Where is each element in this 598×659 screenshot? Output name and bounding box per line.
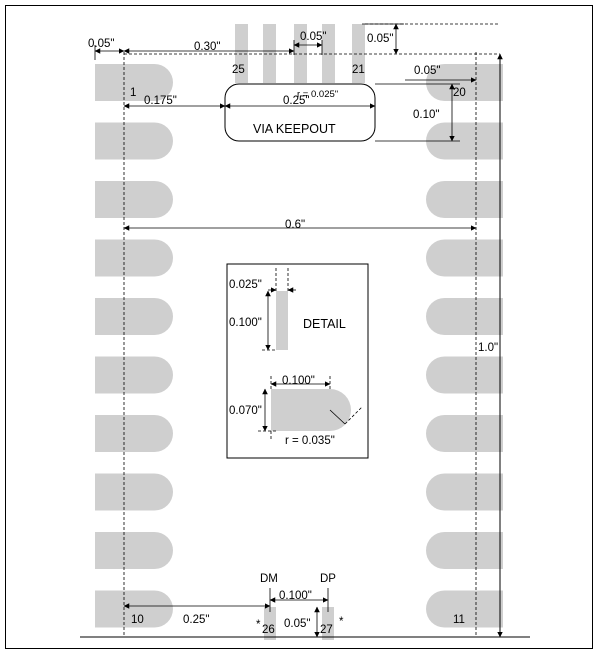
label-025-keepout: 0.25" bbox=[283, 95, 309, 107]
right-pad-15 bbox=[426, 356, 503, 394]
pin-25: 25 bbox=[232, 64, 245, 76]
bottom-pad-26 bbox=[264, 607, 276, 640]
detail-label-0025: 0.025" bbox=[229, 279, 262, 291]
left-pad-2 bbox=[95, 122, 173, 160]
signal-dm: DM bbox=[260, 573, 278, 585]
left-pad-6 bbox=[95, 356, 173, 394]
detail-rounded-pad bbox=[271, 389, 351, 431]
pin-11: 11 bbox=[453, 614, 465, 626]
via-keepout-label: VIA KEEPOUT bbox=[253, 122, 336, 136]
label-005-left: 0.05" bbox=[88, 38, 114, 50]
label-005-right: 0.05" bbox=[414, 65, 440, 77]
left-pad-7 bbox=[95, 415, 173, 452]
label-r-0025: r = 0.025" bbox=[297, 89, 338, 100]
bottom-pad-27 bbox=[322, 607, 334, 640]
left-pad-1 bbox=[95, 64, 173, 101]
top-pad-24 bbox=[263, 24, 276, 83]
left-pad-4 bbox=[95, 239, 173, 277]
label-010: 0.10" bbox=[413, 109, 439, 121]
label-0100-bottom: 0.100" bbox=[279, 590, 312, 602]
right-pad-14 bbox=[426, 415, 503, 452]
signal-dp: DP bbox=[320, 573, 336, 585]
label-025-bottom: 0.25" bbox=[183, 614, 209, 626]
top-pad-22 bbox=[322, 24, 335, 83]
detail-title: DETAIL bbox=[303, 317, 346, 331]
label-030: 0.30" bbox=[194, 41, 220, 53]
right-pad-17 bbox=[426, 239, 503, 277]
right-pad-12 bbox=[426, 532, 503, 569]
detail-radius-ext bbox=[344, 406, 363, 425]
pin-20: 20 bbox=[453, 87, 466, 99]
pin-10: 10 bbox=[131, 614, 144, 626]
right-pad-16 bbox=[426, 298, 503, 335]
detail-label-0100-horiz: 0.100" bbox=[282, 375, 315, 387]
label-005-bottom: 0.05" bbox=[284, 618, 310, 630]
detail-label-0100-vert: 0.100" bbox=[229, 317, 262, 329]
detail-radius-line bbox=[329, 409, 346, 425]
detail-label-r-0035: r = 0.035" bbox=[285, 435, 335, 447]
top-pad-21 bbox=[352, 24, 365, 83]
left-pad-10 bbox=[95, 590, 173, 628]
via-keepout-outline bbox=[224, 83, 376, 142]
left-pad-column bbox=[95, 64, 173, 628]
left-pad-8 bbox=[95, 473, 173, 511]
right-pad-11 bbox=[426, 590, 503, 628]
label-06: 0.6" bbox=[285, 219, 305, 231]
label-005-topright: 0.05" bbox=[367, 33, 393, 45]
detail-box bbox=[226, 263, 369, 459]
left-pad-5 bbox=[95, 298, 173, 335]
label-10: 1.0" bbox=[478, 342, 498, 354]
right-pad-13 bbox=[426, 473, 503, 511]
right-pad-column bbox=[426, 64, 503, 628]
outer-border bbox=[5, 5, 593, 649]
pin-21: 21 bbox=[352, 64, 365, 76]
detail-label-0070: 0.070" bbox=[229, 405, 262, 417]
pin-1: 1 bbox=[130, 87, 136, 99]
label-005-top: 0.05" bbox=[300, 31, 326, 43]
label-0175: 0.175" bbox=[144, 95, 177, 107]
top-pad-23 bbox=[294, 24, 307, 83]
right-pad-18 bbox=[426, 181, 503, 218]
right-pad-20 bbox=[426, 64, 503, 101]
asterisk-26: * bbox=[256, 619, 261, 631]
right-pad-19 bbox=[426, 122, 503, 160]
left-pad-3 bbox=[95, 181, 173, 218]
left-pad-9 bbox=[95, 532, 173, 569]
pin-26: 26 bbox=[262, 624, 275, 636]
detail-narrow-pad bbox=[276, 291, 288, 350]
pin-27: 27 bbox=[320, 624, 333, 636]
asterisk-27: * bbox=[339, 616, 344, 628]
